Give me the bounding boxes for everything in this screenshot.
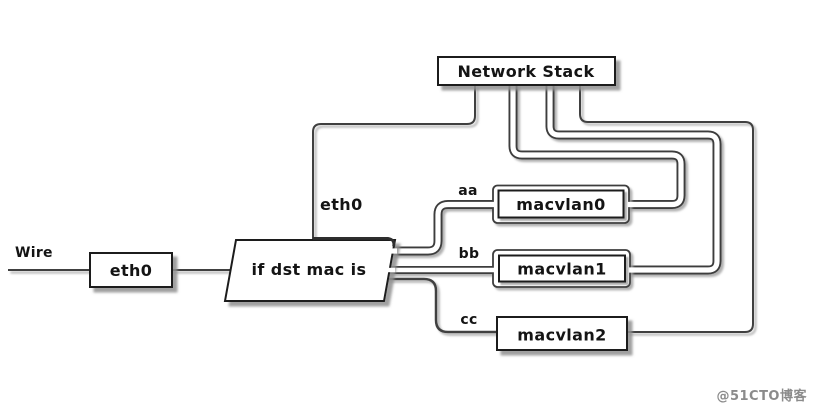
macvlan0-box [497, 189, 625, 219]
network-stack-label: Network Stack [457, 62, 594, 81]
macvlan0-network-stack-pipe-core [510, 84, 684, 208]
network-stack-macvlan2-line [579, 85, 754, 333]
aa-pipe [389, 200, 500, 256]
edge-label-aa: aa [458, 183, 478, 199]
edge-label-bb: bb [459, 246, 480, 262]
aa-pipe-core [389, 201, 504, 254]
macvlan2-label: macvlan2 [517, 326, 606, 345]
eth0-box-label: eth0 [110, 261, 153, 280]
wire-label: Wire [15, 245, 53, 261]
decision-top-band [313, 237, 396, 247]
network-stack-box [437, 56, 616, 86]
network-stack-eth0-line [312, 85, 476, 240]
macvlan1-network-stack-pipe-core [547, 84, 720, 273]
eth0-path-label: eth0 [320, 195, 363, 214]
macvlan1-label: macvlan1 [517, 260, 606, 279]
eth0-box [89, 252, 173, 288]
macvlan1-box [498, 254, 626, 283]
edge-label-cc: cc [460, 312, 477, 328]
watermark: @51CTO博客 [716, 388, 807, 404]
decision-label: if dst mac is [252, 260, 367, 279]
decision-parallelogram [223, 239, 397, 302]
cc-line [386, 277, 500, 334]
macvlan1-network-stack-pipe [545, 84, 722, 275]
macvlan0-label: macvlan0 [516, 195, 605, 214]
macvlan2-box [496, 316, 628, 351]
